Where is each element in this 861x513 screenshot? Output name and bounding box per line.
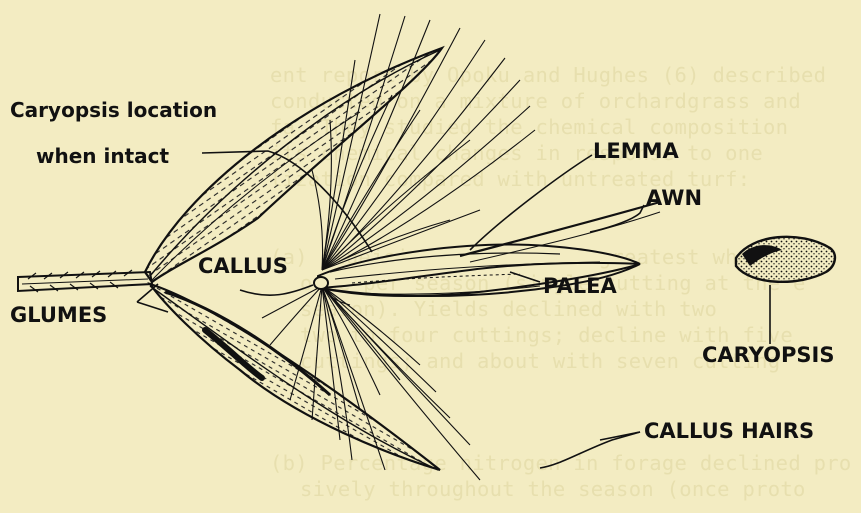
label-callus: CALLUS [198,256,288,277]
rachilla [18,270,152,292]
bg-line: (b) Percentage nitrogen in forage declin… [270,451,852,475]
glumes-leader-lower [137,302,168,312]
caryopsis-grain [736,237,835,282]
label-lemma: LEMMA [593,141,679,162]
bg-line: ent report by Opoku and Hughes (6) descr… [270,63,826,87]
label-awn: AWN [646,188,702,209]
label-callus-hairs: CALLUS HAIRS [644,421,814,442]
glumes-leader-upper [137,284,158,302]
label-caryopsis: CARYOPSIS [702,345,834,366]
callus-hairs-leader-upper [600,432,640,440]
bg-line: season). Yields declined with two [300,297,717,321]
callus-knob [314,277,328,289]
label-caryopsis-location: Caryopsis location [10,100,217,120]
label-glumes: GLUMES [10,305,107,326]
label-when-intact: when intact [36,146,169,166]
bg-line: sively throughout the season (once proto [300,477,806,501]
label-palea: PALEA [543,276,617,297]
